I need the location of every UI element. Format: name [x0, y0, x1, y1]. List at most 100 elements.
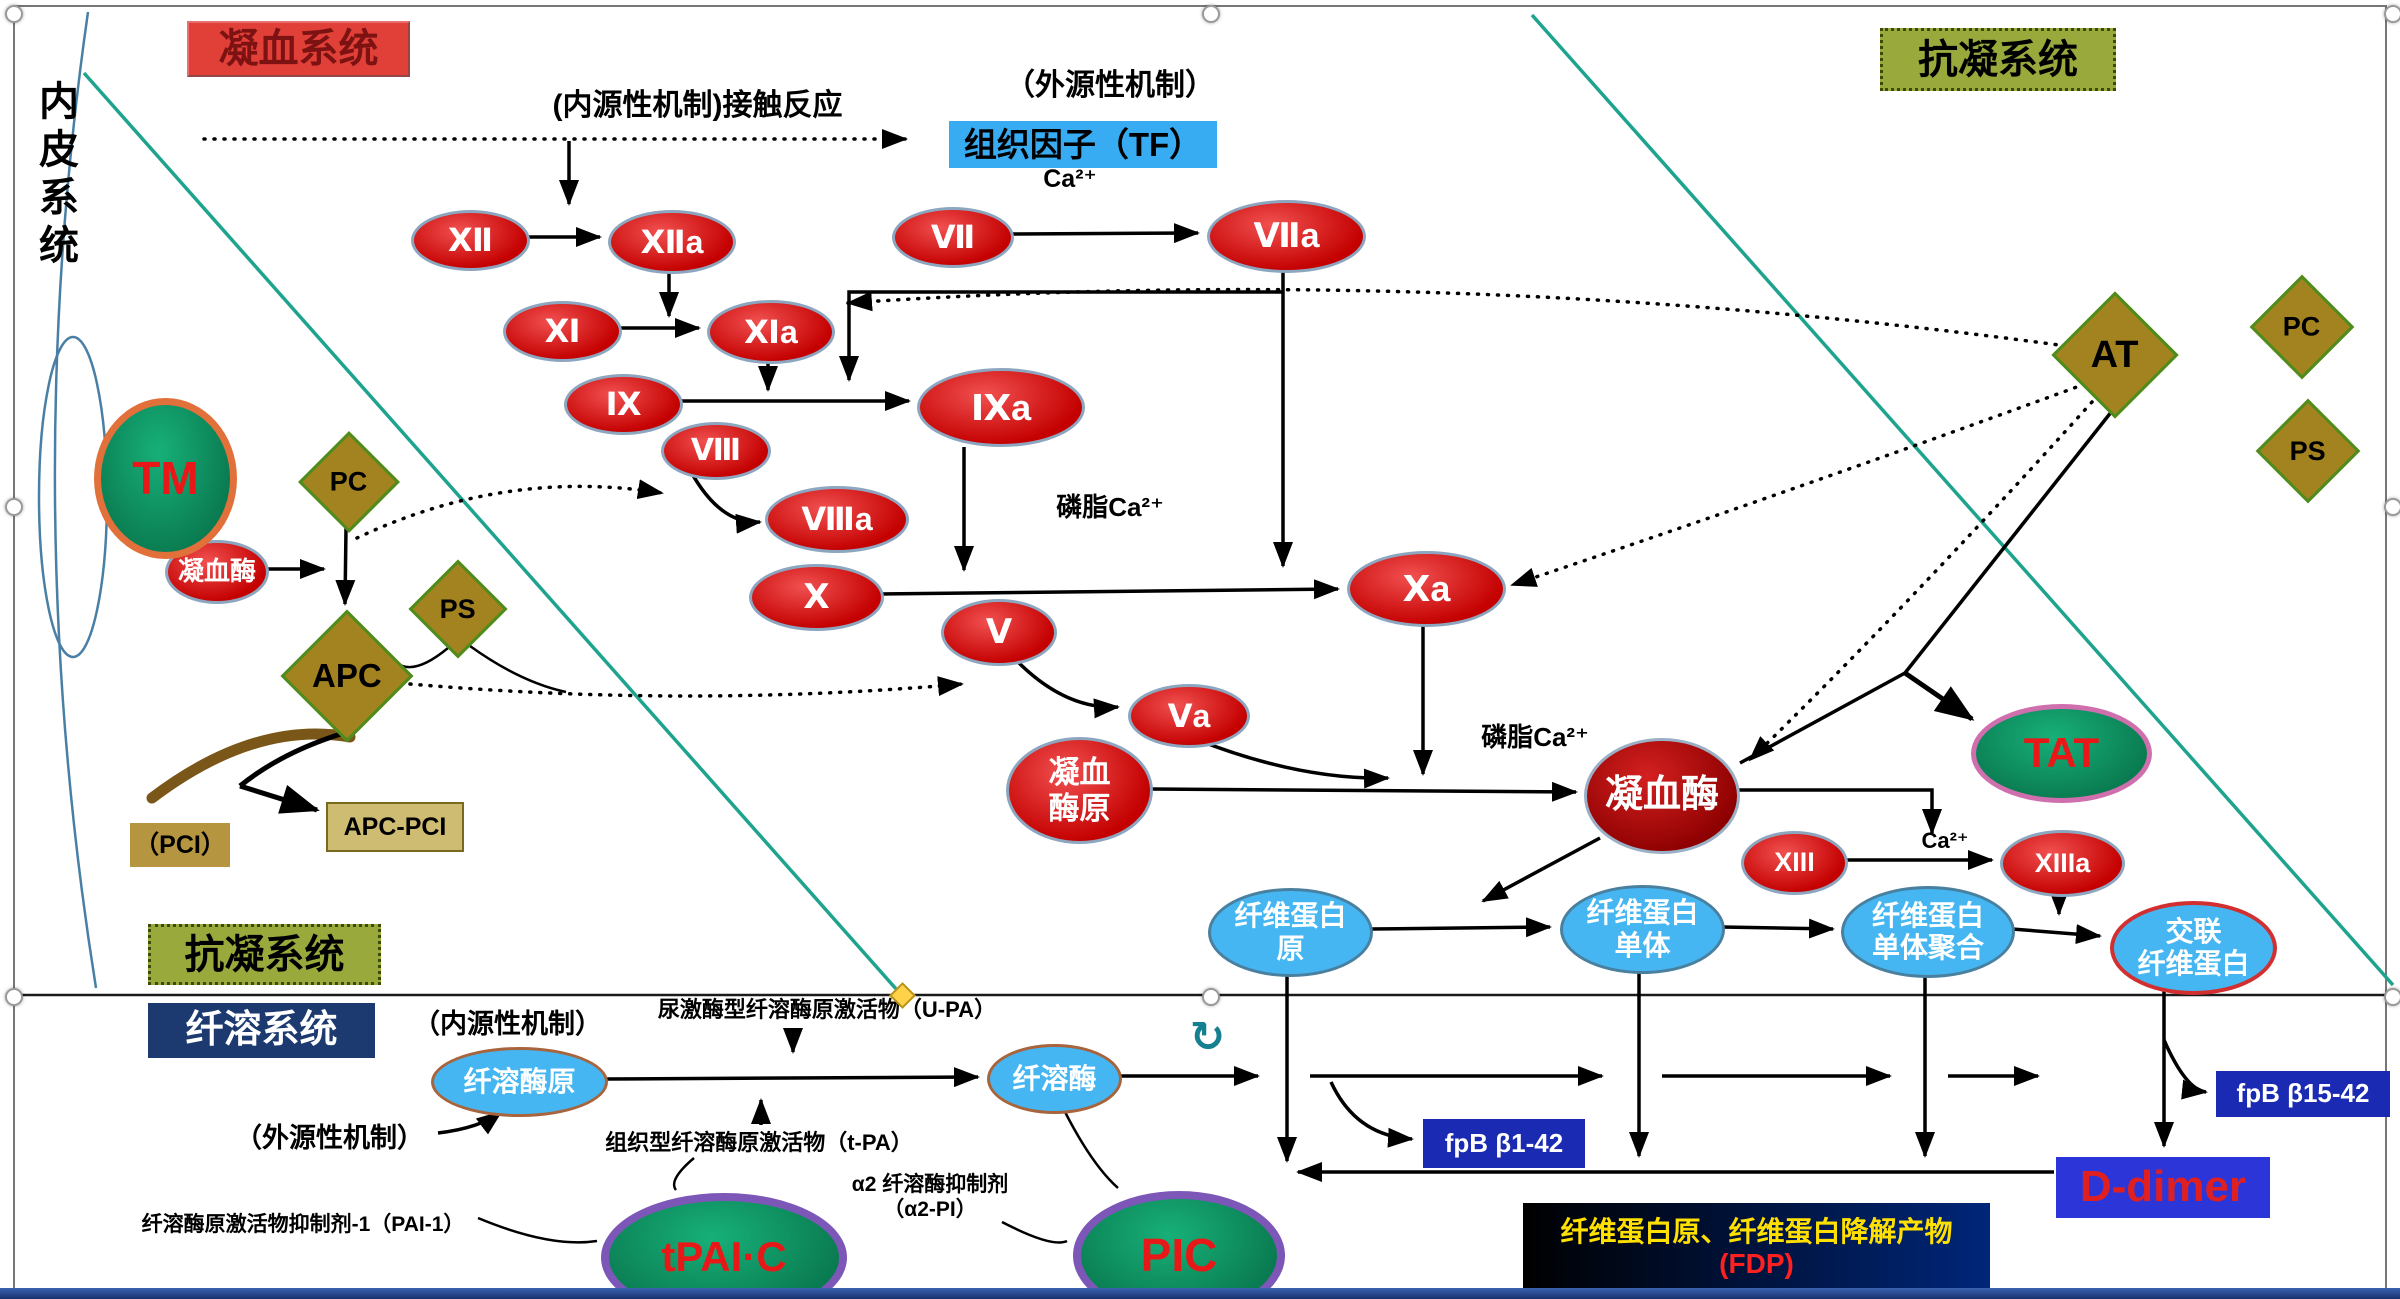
fibrinogen[interactable]: 纤维蛋白原: [1208, 888, 1373, 977]
factor-ix[interactable]: Ⅸ: [564, 374, 683, 435]
curve-a2pi-pic: [1001, 1220, 1068, 1244]
factor-xia[interactable]: Ⅺa: [707, 300, 835, 364]
label-extrinsic-top[interactable]: （外源性机制）: [1005, 69, 1215, 102]
selection-handle-bottom-center[interactable]: [1202, 988, 1220, 1006]
curve-ps-apc: [396, 647, 449, 669]
arrow-apc-pci-complex: [239, 783, 320, 814]
label-tpa[interactable]: 组织型纤溶酶原激活物（t-PA）: [605, 1130, 913, 1155]
label-intrinsic-bottom[interactable]: （内源性机制）: [413, 1009, 602, 1039]
label-phospholipid-ca-lower: 磷脂Ca²⁺: [1481, 722, 1589, 752]
title-coagulation[interactable]: 凝血系统: [187, 21, 410, 77]
endothelium-curve: [53, 11, 98, 989]
factor-xiia[interactable]: Ⅻa: [608, 210, 736, 274]
arrow-thrombin-fibrin: [1481, 836, 1601, 903]
factor-x[interactable]: Ⅹ: [749, 564, 884, 631]
fibrin-monomer[interactable]: 纤维蛋白单体: [1560, 885, 1725, 974]
curve-apc-pci: [238, 730, 345, 788]
factor-viia[interactable]: Ⅶa: [1207, 200, 1366, 273]
dotted-apc-viiia: [355, 479, 664, 540]
arrow-x-xa: [881, 579, 1340, 600]
arrow-viii-viiia: [688, 469, 762, 534]
curve-tpa-tpaic: [672, 1157, 695, 1191]
tpai-c-complex[interactable]: tPAI·C: [601, 1193, 847, 1299]
fpb-beta-1-42-box[interactable]: fpB β1-42: [1423, 1119, 1585, 1168]
factor-xa[interactable]: Ⅹa: [1347, 551, 1506, 627]
arrow-fibrinogen-monomer: [1369, 917, 1552, 938]
fpb-beta-15-42-box[interactable]: fpB β15-42: [2216, 1071, 2390, 1117]
factor-va[interactable]: Ⅴa: [1128, 684, 1250, 748]
factor-xiii[interactable]: XIII: [1741, 831, 1848, 895]
arrow-v-va: [1012, 656, 1120, 719]
selection-handle-top-center[interactable]: [1202, 5, 1220, 23]
fdp-box[interactable]: 纤维蛋白原、纤维蛋白降解产物 (FDP): [1523, 1203, 1990, 1293]
plasmin[interactable]: 纤溶酶: [987, 1044, 1122, 1114]
curve-plasmin-pic: [1062, 1109, 1119, 1189]
arrow-thrombin-xiii: [1737, 788, 1942, 835]
label-extrinsic-bottom[interactable]: （外源性机制）: [235, 1123, 424, 1153]
line-at-junction: [1903, 409, 2114, 675]
prothrombin[interactable]: 凝血 酶原: [1006, 737, 1153, 844]
label-intrinsic-contact[interactable]: (内源性机制)接触反应: [552, 89, 843, 122]
factor-viiia[interactable]: Ⅷa: [765, 486, 909, 553]
apc-pci-box[interactable]: APC-PCI: [326, 802, 464, 852]
curve-ps-join: [469, 644, 567, 694]
factor-xiiia[interactable]: XIIIa: [2000, 830, 2125, 897]
selection-handle-top-right[interactable]: [2384, 5, 2400, 23]
crosslinked-fibrin[interactable]: 交联 纤维蛋白: [2110, 901, 2277, 995]
fdp-abbr: (FDP): [1719, 1248, 1794, 1279]
d-dimer-box[interactable]: D-dimer: [2056, 1157, 2270, 1218]
selection-handle-left-middle[interactable]: [5, 498, 23, 516]
selection-handle-top-left[interactable]: [5, 5, 23, 23]
arrow-va-down: [1197, 738, 1390, 789]
title-endothelium[interactable]: 内皮系统: [33, 80, 77, 272]
arrow-to-fpb1: [1329, 1081, 1414, 1148]
dotted-at-xa: [1510, 382, 2087, 587]
arrow-plasminogen-plasmin: [604, 1067, 980, 1088]
dotted-apc-va: [408, 676, 964, 698]
fibrin-polymer[interactable]: 纤维蛋白单体聚合: [1841, 886, 2015, 978]
arrow-viia-to-ix: [839, 290, 1283, 382]
title-anticoagulation-top[interactable]: 抗凝系统: [1880, 28, 2116, 91]
arrow-vii-viia: [1010, 223, 1200, 244]
pci-box[interactable]: （PCI）: [130, 823, 230, 867]
title-fibrinolysis[interactable]: 纤溶系统: [148, 1003, 375, 1058]
plasminogen[interactable]: 纤溶酶原: [431, 1047, 608, 1117]
bottom-strip: [0, 1288, 2400, 1299]
arrow-monomer-polymer: [1721, 918, 1835, 939]
tat-complex[interactable]: TAT: [1971, 704, 2152, 803]
rotate-handle-icon[interactable]: ↻: [1190, 1013, 1226, 1060]
dotted-at-xia: [846, 287, 2068, 348]
tissue-factor-box[interactable]: 组织因子（TF）: [949, 121, 1217, 168]
arrow-prothrombin-thrombin: [1149, 781, 1578, 802]
arrow-to-fpb15: [2162, 1039, 2208, 1100]
dotted-at-thrombin: [1748, 400, 2094, 762]
teal-separator-right: [1530, 13, 2395, 987]
label-upa[interactable]: 尿激酶型纤溶酶原激活物（U-PA）: [657, 997, 997, 1022]
pic-complex[interactable]: PIC: [1073, 1191, 1285, 1299]
tm-complex[interactable]: TM: [94, 398, 237, 559]
curve-pai1-tpaic: [477, 1216, 598, 1244]
factor-xii[interactable]: Ⅻ: [411, 210, 530, 271]
fdp-label: 纤维蛋白原、纤维蛋白降解产物: [1560, 1215, 1953, 1247]
pci-swoosh: [146, 728, 356, 804]
label-ca-top: Ca²⁺: [1043, 165, 1097, 193]
factor-xi[interactable]: Ⅺ: [503, 301, 622, 362]
teal-separator-left: [82, 71, 899, 992]
label-a2pi[interactable]: α2 纤溶酶抑制剂 （α2-PI）: [851, 1173, 1009, 1222]
factor-vii[interactable]: Ⅶ: [892, 207, 1014, 268]
selection-handle-bottom-right[interactable]: [2384, 988, 2400, 1006]
selection-handle-right-middle[interactable]: [2384, 498, 2400, 516]
factor-v[interactable]: Ⅴ: [941, 599, 1057, 666]
label-phospholipid-ca-upper: 磷脂Ca²⁺: [1056, 492, 1164, 522]
arrow-to-tat: [1903, 670, 1975, 722]
label-pai1[interactable]: 纤溶酶原激活物抑制剂-1（PAI-1）: [141, 1213, 465, 1236]
factor-viii[interactable]: Ⅷ: [661, 422, 771, 480]
label-ca-xiii: Ca²⁺: [1921, 828, 1969, 853]
thrombin[interactable]: 凝血酶: [1584, 738, 1740, 854]
title-anticoagulation-bottom[interactable]: 抗凝系统: [148, 924, 381, 985]
factor-ixa[interactable]: Ⅸa: [917, 368, 1085, 447]
arrow-polymer-crosslink: [2011, 924, 2102, 945]
selection-handle-bottom-left[interactable]: [5, 988, 23, 1006]
